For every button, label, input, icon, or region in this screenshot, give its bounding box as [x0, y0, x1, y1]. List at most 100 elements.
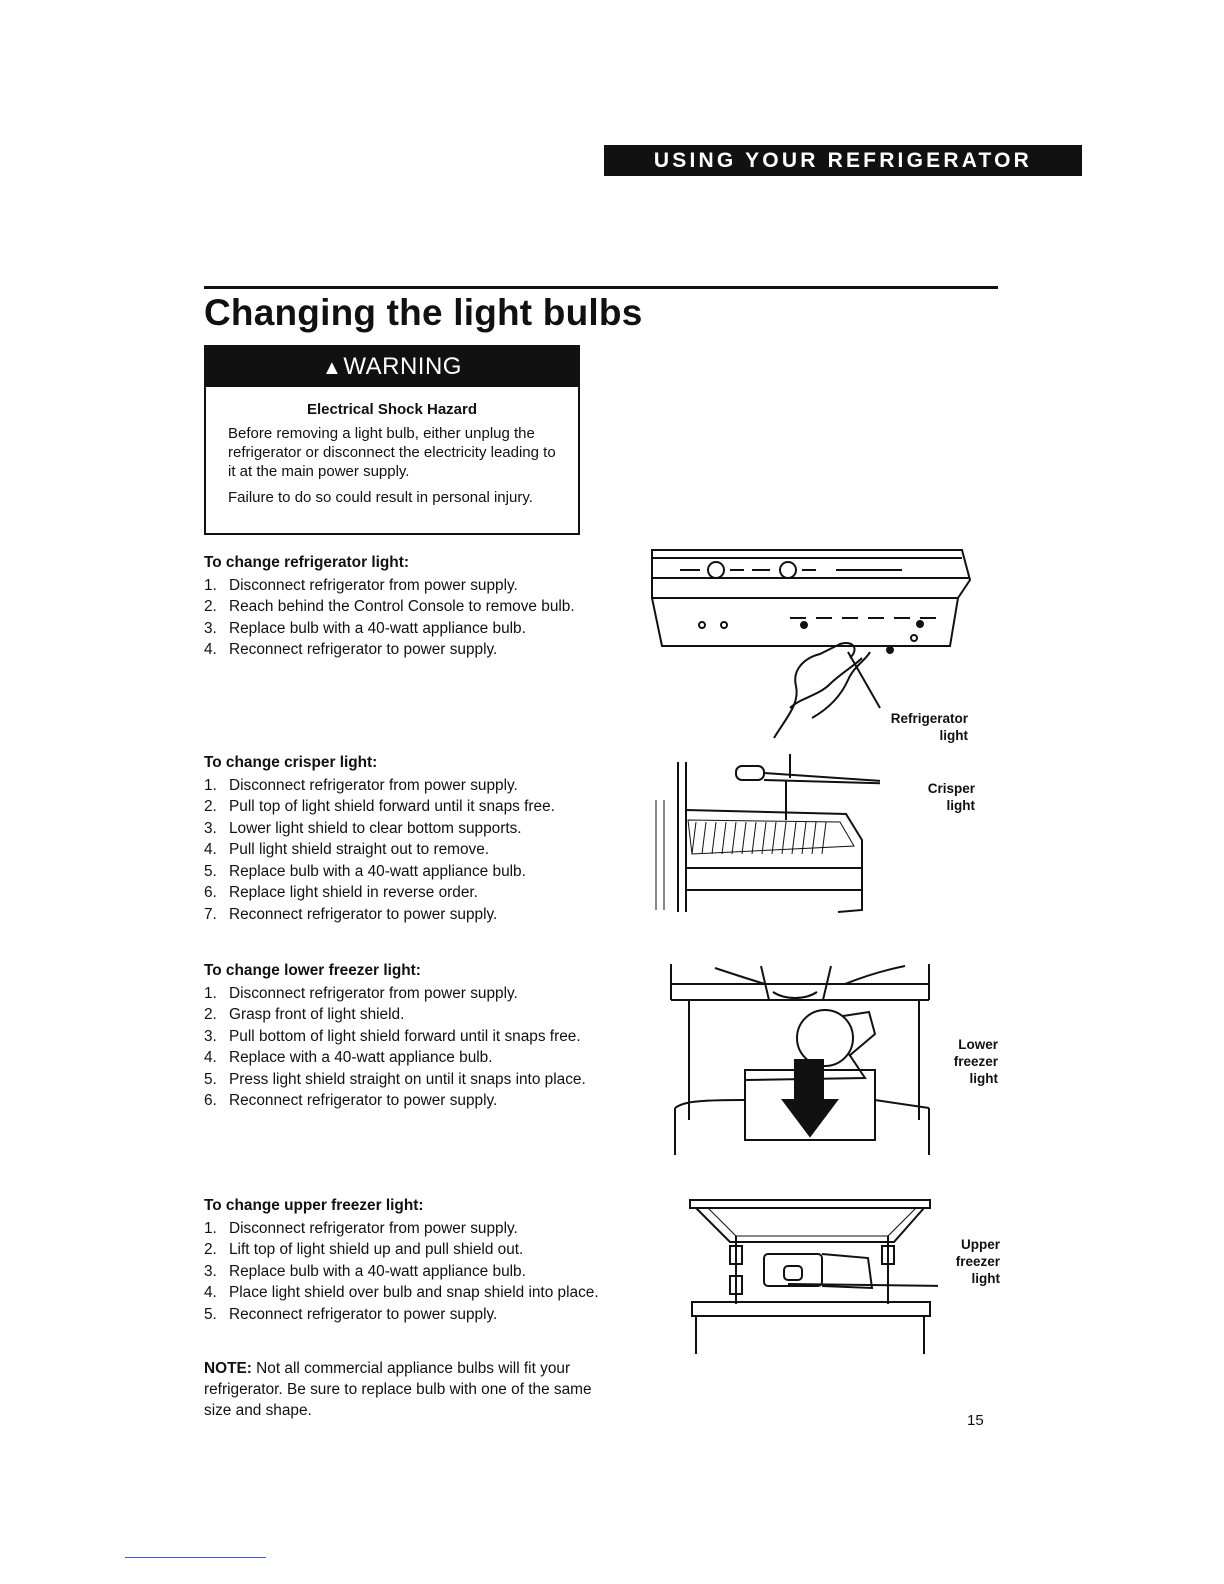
- step-item: 2. Reach behind the Control Console to re…: [204, 596, 604, 618]
- section-header-bar: USING YOUR REFRIGERATOR: [604, 145, 1082, 176]
- callout-line: freezer: [953, 1054, 998, 1069]
- step-number: 5.: [204, 1070, 217, 1088]
- warning-paragraph: Before removing a light bulb, either unp…: [228, 425, 556, 480]
- step-text: Pull bottom of light shield forward unti…: [229, 1027, 581, 1045]
- step-text: Grasp front of light shield.: [229, 1006, 405, 1023]
- step-item: 3. Replace bulb with a 40-watt appliance …: [204, 1261, 604, 1283]
- step-number: 3.: [204, 1027, 217, 1045]
- step-number: 4.: [204, 1049, 217, 1066]
- step-item: 2. Pull top of light shield forward until…: [204, 796, 604, 818]
- step-item: 5. Press light shield straight on until i…: [204, 1069, 604, 1091]
- section-lower-freezer-light: To change lower freezer light: 1.Disconn…: [204, 960, 604, 1112]
- step-text: Disconnect refrigerator from power suppl…: [229, 576, 518, 594]
- step-text: Reconnect refrigerator to power supply.: [229, 905, 498, 923]
- step-item: 4. Reconnect refrigerator to power supply…: [204, 639, 604, 661]
- step-number: 2.: [204, 798, 217, 815]
- step-text: Pull top of light shield forward until i…: [229, 798, 555, 815]
- refrigerator-light-illustration: [651, 549, 972, 739]
- step-number: 6.: [204, 1092, 217, 1109]
- step-text: Replace bulb with a 40-watt appliance bu…: [229, 862, 526, 880]
- step-text: Replace light shield in reverse order.: [229, 884, 478, 901]
- step-number: 4.: [204, 641, 217, 658]
- step-number: 2.: [204, 598, 217, 615]
- callout-line: Lower: [958, 1037, 998, 1052]
- step-number: 6.: [204, 884, 217, 901]
- steps-list: 1. Disconnect refrigerator from power sup…: [204, 1218, 604, 1326]
- crisper-light-illustration: [655, 754, 880, 913]
- step-item: 3. Pull bottom of light shield forward un…: [204, 1026, 604, 1048]
- step-text: Pull light shield straight out to remove…: [229, 841, 490, 858]
- footer-rule: [125, 1557, 266, 1558]
- step-text: Reconnect refrigerator to power supply.: [229, 641, 498, 658]
- step-number: 1.: [204, 576, 217, 594]
- step-number: 5.: [204, 862, 217, 880]
- step-text: Place light shield over bulb and snap sh…: [229, 1284, 599, 1301]
- section-upper-freezer-light: To change upper freezer light: 1. Disconn…: [204, 1195, 604, 1325]
- warning-box: ▲WARNING Electrical Shock Hazard Before …: [204, 345, 580, 535]
- step-item: 5. Replace bulb with a 40-watt appliance …: [204, 861, 604, 883]
- step-item: 1.Disconnect refrigerator from power sup…: [204, 983, 604, 1005]
- step-number: 2.: [204, 1006, 217, 1023]
- step-item: 3. Lower light shield to clear bottom sup…: [204, 818, 604, 840]
- step-text: Reach behind the Control Console to remo…: [229, 598, 575, 615]
- step-text: Lift top of light shield up and pull shi…: [229, 1241, 524, 1258]
- callout-refrigerator-light: Refrigerator light: [860, 710, 968, 744]
- callout-line: light: [939, 728, 969, 743]
- step-item: 6.Reconnect refrigerator to power supply…: [204, 1090, 604, 1112]
- step-text: Reconnect refrigerator to power supply.: [229, 1305, 498, 1323]
- step-number: 1.: [204, 984, 217, 1002]
- step-number: 4.: [204, 1284, 217, 1301]
- callout-line: Refrigerator: [890, 711, 968, 726]
- warning-header: ▲WARNING: [206, 347, 578, 387]
- upper-freezer-light-illustration: [689, 1199, 938, 1354]
- step-number: 7.: [204, 905, 217, 923]
- note-text: Not all commercial appliance bulbs will …: [204, 1360, 592, 1419]
- page-title: Changing the light bulbs: [204, 292, 643, 333]
- step-number: 3.: [204, 819, 217, 837]
- step-item: 1. Disconnect refrigerator from power sup…: [204, 775, 604, 797]
- step-item: 1. Disconnect refrigerator from power sup…: [204, 1218, 604, 1240]
- step-text: Lower light shield to clear bottom suppo…: [229, 819, 522, 837]
- warning-triangle-icon: ▲: [322, 357, 343, 379]
- section-crisper-light: To change crisper light: 1.Disconnect re…: [204, 752, 604, 925]
- step-number: 2.: [204, 1241, 217, 1258]
- warning-paragraph: Failure to do so could result in persona…: [228, 489, 533, 506]
- warning-label: WARNING: [343, 353, 462, 380]
- step-item: 2. Grasp front of light shield.: [204, 1004, 604, 1026]
- title-rule: [204, 286, 998, 289]
- step-item: 2. Lift top of light shield up and pull s…: [204, 1239, 604, 1261]
- step-item: 1. Disconnect refrigerator from power sup…: [204, 575, 604, 597]
- step-text: Disconnect refrigerator from power suppl…: [229, 1219, 518, 1237]
- callout-line: light: [971, 1271, 1001, 1286]
- callout-line: light: [969, 1071, 999, 1086]
- step-text: Replace bulb with a 40-watt appliance bu…: [229, 1262, 526, 1280]
- step-item: 4. Pull light shield straight out to remo…: [204, 839, 604, 861]
- callout-crisper-light: Crisper light: [900, 780, 975, 814]
- step-number: 1.: [204, 1219, 217, 1237]
- step-item: 5.Reconnect refrigerator to power supply…: [204, 1304, 604, 1326]
- callout-lower-freezer-light: Lower freezer light: [925, 1036, 998, 1087]
- step-text: Replace with a 40-watt appliance bulb.: [229, 1049, 493, 1066]
- step-number: 1.: [204, 776, 217, 794]
- step-text: Press light shield straight on until it …: [229, 1070, 586, 1088]
- steps-list: 1. Disconnect refrigerator from power sup…: [204, 575, 604, 661]
- page-number: 15: [967, 1412, 984, 1429]
- note: NOTE: Not all commercial appliance bulbs…: [204, 1358, 594, 1421]
- note-label: NOTE:: [204, 1360, 252, 1377]
- step-item: 4. Place light shield over bulb and snap …: [204, 1282, 604, 1304]
- lower-freezer-light-illustration: [670, 964, 930, 1155]
- step-text: Disconnect refrigerator from power suppl…: [229, 776, 518, 794]
- callout-line: Upper: [960, 1237, 1000, 1252]
- step-number: 4.: [204, 841, 217, 858]
- warning-subtitle: Electrical Shock Hazard: [306, 401, 478, 418]
- callout-upper-freezer-light: Upper freezer light: [935, 1236, 1000, 1287]
- section-title: To change upper freezer light:: [204, 1197, 424, 1214]
- steps-list: 1.Disconnect refrigerator from power sup…: [204, 983, 604, 1112]
- step-number: 3.: [204, 1262, 217, 1280]
- callout-line: freezer: [955, 1254, 1000, 1269]
- section-title: To change lower freezer light:: [204, 962, 421, 979]
- callout-line: light: [946, 798, 976, 813]
- steps-list: 1. Disconnect refrigerator from power sup…: [204, 775, 604, 926]
- callout-line: Crisper: [927, 781, 975, 796]
- section-title: To change refrigerator light:: [204, 554, 409, 571]
